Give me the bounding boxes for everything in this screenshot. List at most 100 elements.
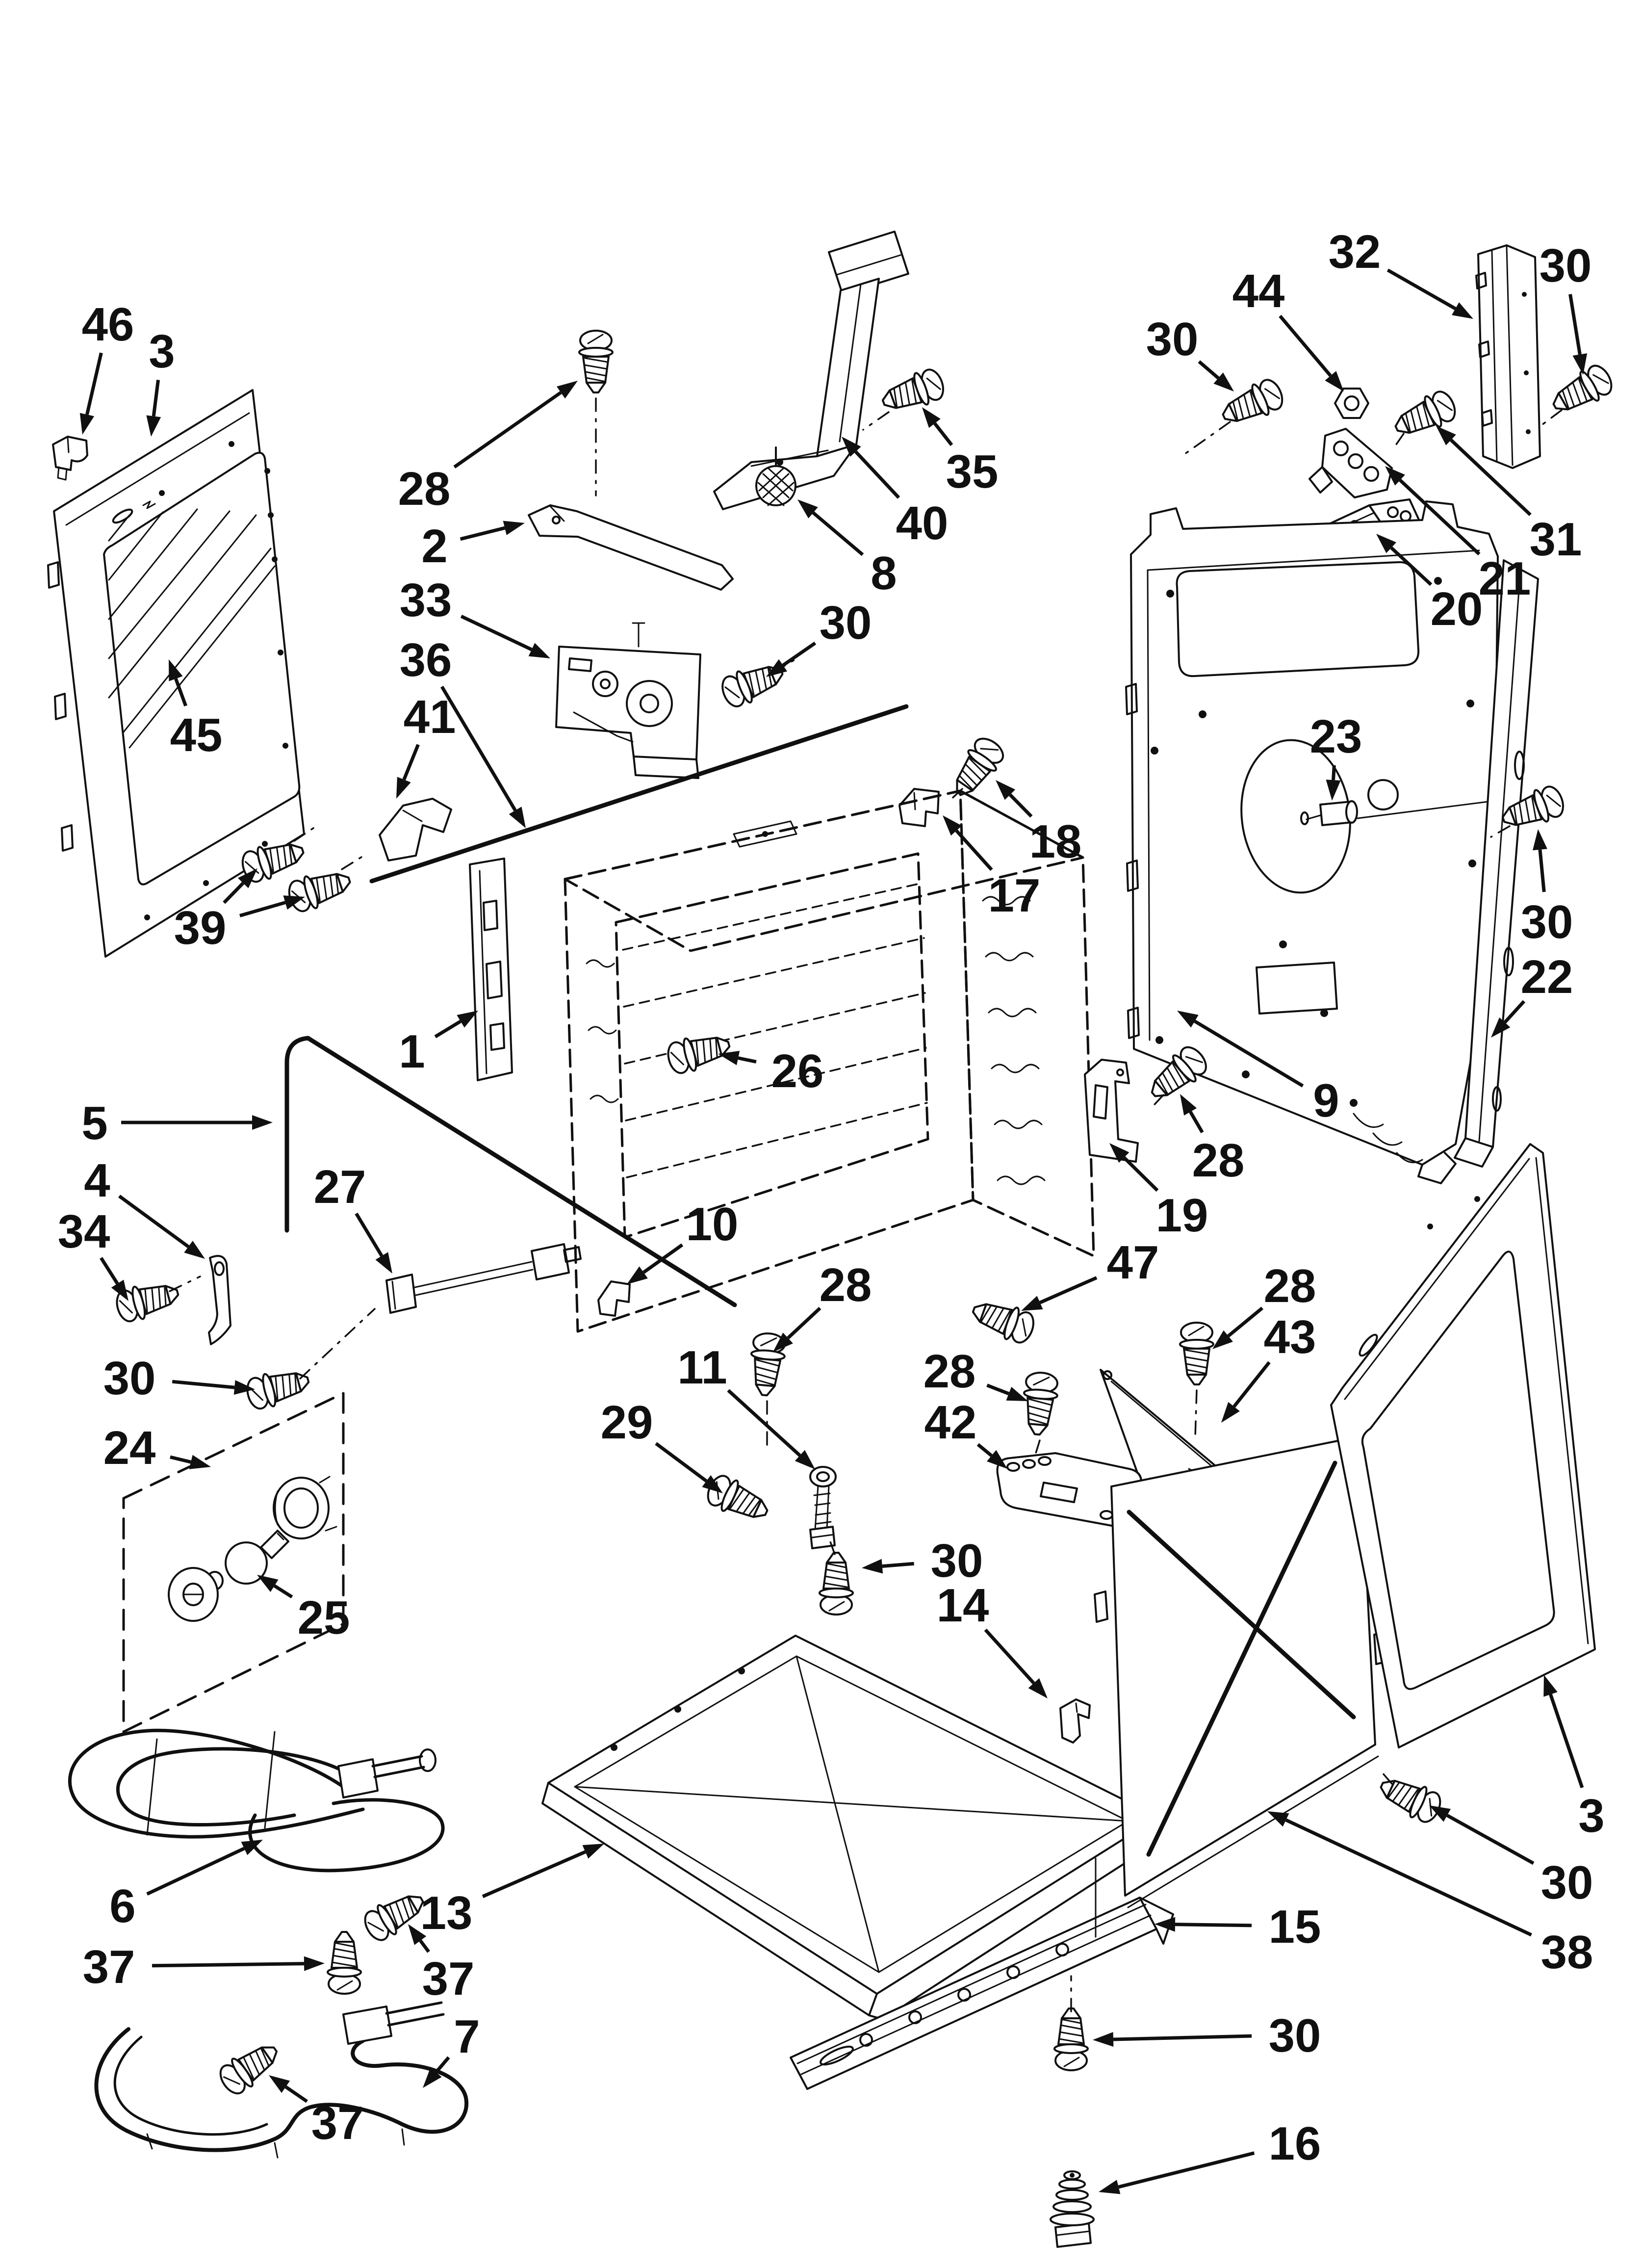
callout-40: 40 [842, 437, 948, 549]
arrowhead-icon [1452, 302, 1473, 319]
part-45-insulation [108, 508, 276, 749]
screw-28-top [578, 330, 614, 393]
callout-30: 30 [1146, 313, 1234, 391]
part-number-label: 18 [1029, 815, 1082, 868]
arrowhead-icon [1021, 1296, 1043, 1311]
screw-28-brace [1179, 1322, 1214, 1385]
part-number-label: 20 [1431, 583, 1483, 635]
callout-42: 42 [924, 1396, 1007, 1469]
leader-line [1008, 793, 1033, 818]
leader-line [1118, 2151, 1255, 2189]
arrowhead-icon [922, 407, 941, 428]
callout-28: 28 [398, 381, 578, 515]
leader-line [1386, 268, 1457, 311]
callout-30: 30 [1521, 829, 1573, 948]
arrowhead-icon [169, 659, 183, 681]
callout-1: 1 [399, 1011, 478, 1078]
arrowhead-icon [252, 1115, 273, 1130]
callout-28: 28 [773, 1259, 872, 1352]
part-3-right-side-panel [1330, 1143, 1596, 1748]
callout-24: 24 [103, 1422, 211, 1474]
arrowhead-icon [943, 815, 962, 836]
leader-line [655, 1442, 708, 1483]
arrowhead-icon [627, 1266, 648, 1284]
part-40-vent-duct [713, 231, 909, 510]
arrowhead-icon [1213, 372, 1234, 391]
leader-line [1194, 1019, 1304, 1088]
callout-16: 16 [1099, 2117, 1321, 2194]
arrowhead-icon [1180, 1094, 1197, 1116]
callout-27: 27 [314, 1161, 392, 1274]
arrowhead-icon [1491, 1017, 1511, 1038]
part-number-label: 37 [311, 2097, 364, 2149]
callout-30: 30 [1093, 2009, 1321, 2062]
arrowhead-icon [1109, 1143, 1129, 1163]
screw-37-c [214, 2034, 286, 2100]
part-number-label: 26 [771, 1045, 824, 1097]
leader-line [223, 882, 245, 904]
leader-line [146, 1847, 245, 1896]
callout-13: 13 [420, 1844, 604, 1939]
screw-30-right-panel [1374, 1769, 1446, 1827]
arrowhead-icon [1093, 2032, 1114, 2047]
callout-19: 19 [1109, 1143, 1208, 1242]
part-44-nut [1334, 388, 1369, 419]
arrowhead-icon [766, 659, 788, 677]
part-number-label: 46 [82, 298, 134, 351]
leader-line [1549, 1694, 1584, 1788]
leader-line [933, 422, 953, 446]
arrowhead-icon [304, 1956, 325, 1971]
callout-46: 46 [79, 298, 134, 435]
leader-line [1227, 1306, 1264, 1338]
arrowhead-icon [1006, 1386, 1028, 1401]
arrowhead-icon [718, 1050, 740, 1066]
screw-30-left [243, 1362, 313, 1413]
arrowhead-icon [795, 1450, 815, 1469]
arrowhead-icon [1326, 780, 1341, 801]
part-number-label: 30 [103, 1352, 156, 1405]
leader-line [1232, 1361, 1271, 1408]
leader-line [85, 352, 103, 415]
part-number-label: 40 [896, 497, 949, 549]
callout-30: 30 [766, 597, 872, 677]
leader-line [239, 901, 286, 917]
part-4-key [208, 1255, 231, 1345]
screw-39-b [284, 863, 356, 916]
leader-line [642, 1243, 684, 1274]
leader-line [170, 1455, 191, 1464]
leader-line [1279, 314, 1332, 377]
screw-37-a [327, 1931, 362, 1995]
arrowhead-icon [556, 381, 578, 399]
arrowhead-icon [1212, 1330, 1233, 1349]
part-number-label: 39 [174, 902, 227, 954]
leader-line [453, 391, 562, 469]
arrowhead-icon [1028, 1678, 1048, 1698]
part-number-label: 38 [1541, 1926, 1593, 1979]
part-number-label: 22 [1521, 951, 1573, 1003]
callout-11: 11 [677, 1341, 815, 1469]
part-number-label: 30 [820, 597, 872, 649]
part-2-support-bracket [528, 504, 734, 591]
callout-9: 9 [1177, 1011, 1339, 1127]
callout-37: 37 [83, 1941, 325, 1993]
leader-line [1198, 360, 1220, 380]
callout-45: 45 [169, 659, 222, 761]
part-46-door-clip [52, 436, 88, 481]
part-number-label: 21 [1479, 552, 1531, 605]
part-number-label: 41 [404, 691, 456, 743]
part-21-clamp-bracket [1308, 428, 1393, 498]
leader-line [440, 685, 517, 811]
arrowhead-icon [797, 499, 818, 519]
part-number-label: 25 [298, 1591, 350, 1644]
part-number-label: 34 [58, 1205, 110, 1258]
part-number-label: 28 [1264, 1260, 1316, 1312]
part-number-label: 35 [946, 445, 999, 498]
callout-21: 21 [1385, 466, 1531, 605]
arrowhead-icon [1177, 1011, 1199, 1028]
callout-26: 26 [718, 1045, 823, 1097]
leader-line [1399, 479, 1481, 556]
arrowhead-icon [1325, 371, 1344, 391]
part-number-label: 30 [1146, 313, 1199, 365]
part-number-label: 9 [1313, 1074, 1339, 1127]
screw-28-bracket42 [1019, 1370, 1060, 1437]
